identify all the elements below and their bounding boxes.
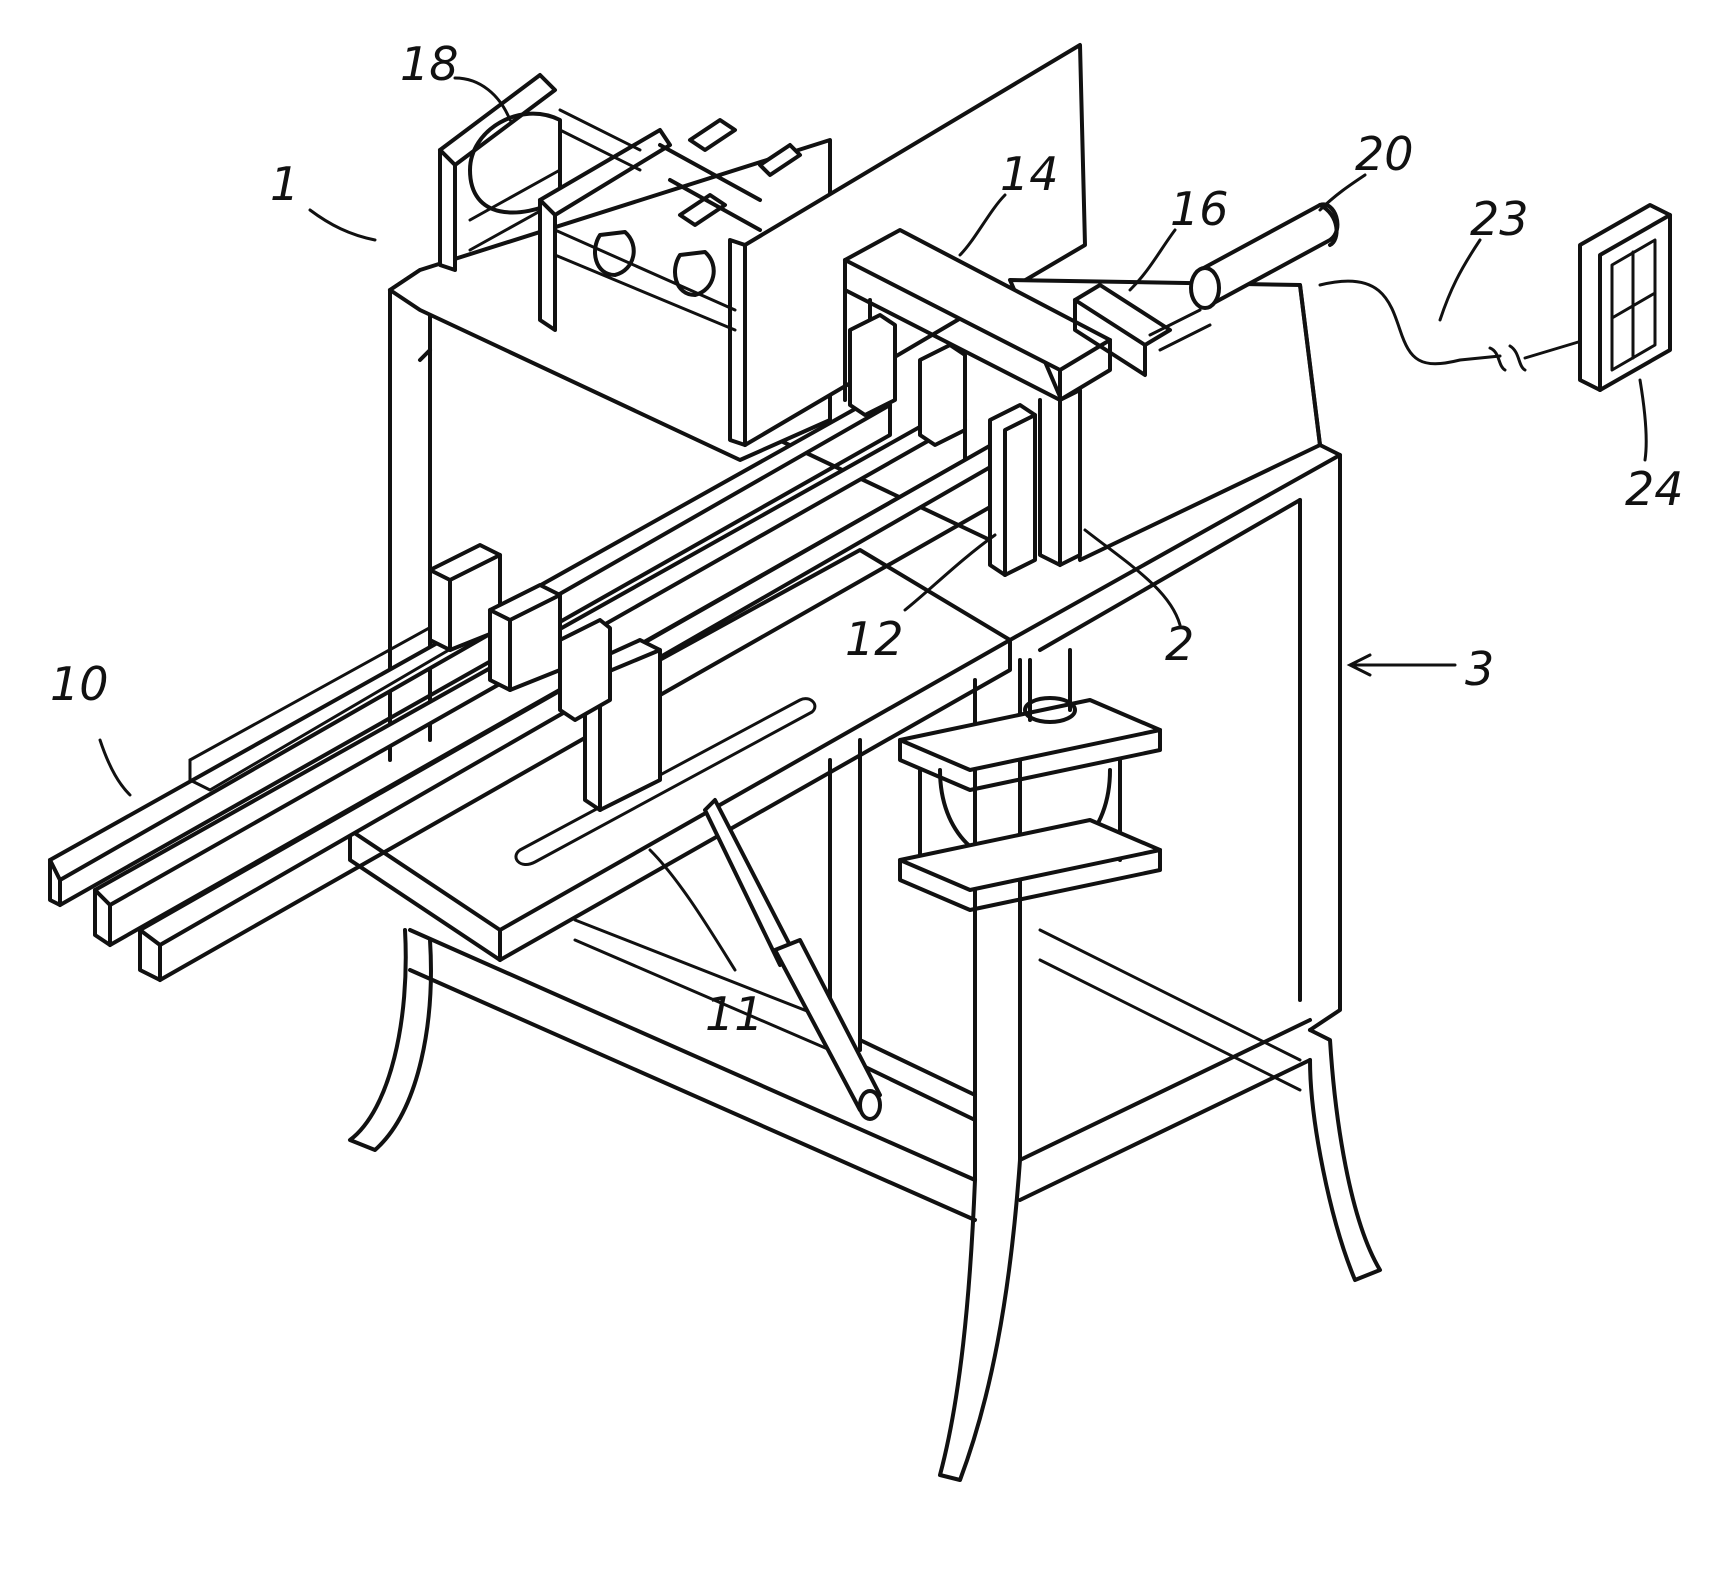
label-side-cylinder: 20 — [1355, 127, 1414, 181]
label-frame-top: 2 — [1165, 617, 1194, 671]
control-cable — [1320, 281, 1585, 370]
control-box — [1580, 205, 1670, 390]
label-clamp-block: 12 — [845, 612, 904, 666]
label-feed-rails: 10 — [50, 657, 109, 711]
label-stop-block: 11 — [705, 987, 764, 1041]
label-apparatus: 1 — [270, 157, 299, 211]
lower-cylinder — [900, 650, 1160, 910]
label-clamp-bracket: 14 — [1000, 147, 1059, 201]
label-pusher-plate: 16 — [1170, 182, 1229, 236]
label-upper-cylinder: 18 — [400, 37, 459, 91]
label-stand: 3 — [1465, 642, 1494, 696]
label-control-cable: 23 — [1470, 192, 1529, 246]
label-control-box: 24 — [1625, 462, 1684, 516]
